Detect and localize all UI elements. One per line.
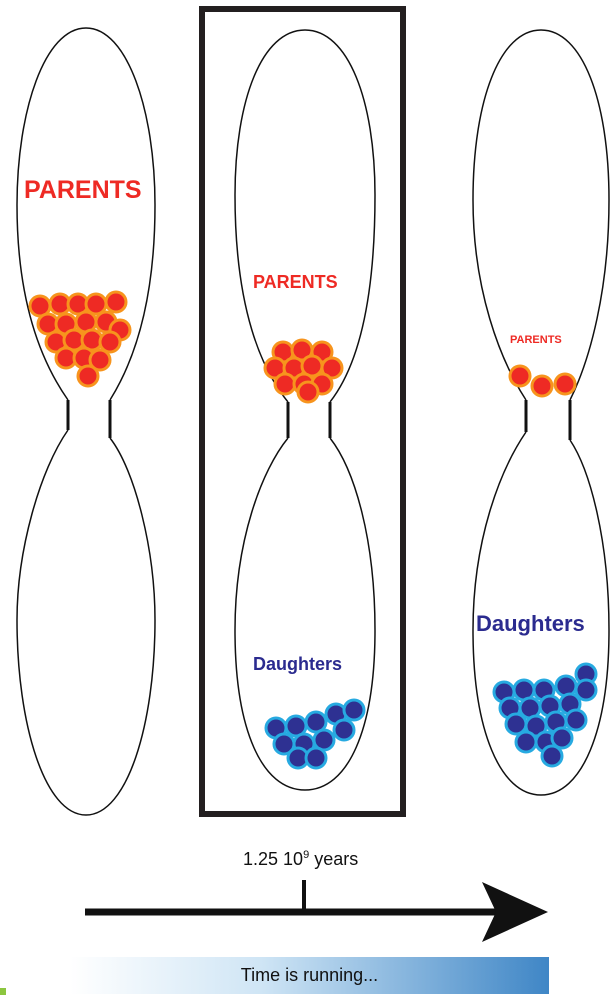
stage2-daughter-atom [334,720,354,740]
time-value-label: 1.25 109 years [243,849,358,870]
stage3-daughter-atom [566,710,586,730]
stage2-parents-label: PARENTS [253,272,338,293]
hourglass-1-bottom-bulb [17,430,155,815]
stage1-parents-label: PARENTS [24,176,142,205]
stage3-daughters-label: Daughters [476,611,585,637]
stage2-parent-atom [298,382,318,402]
hourglass-2 [235,30,375,790]
stage2-parent-atom [275,374,295,394]
stage3-parent-atom [510,366,530,386]
time-exponent: 9 [303,849,309,861]
stage3-daughter-atom [516,732,536,752]
time-unit: years [314,849,358,869]
stage2-daughter-atom [306,748,326,768]
time-arrow [85,880,548,942]
stage2-daughter-atom [344,700,364,720]
stage3-daughter-atom [542,746,562,766]
corner-mark [0,988,6,995]
stage3-parent-atom [555,374,575,394]
time-bar-label: Time is running... [70,965,549,986]
time-bar: Time is running... [70,957,549,994]
stage2-daughters-label: Daughters [253,654,342,675]
stage3-daughter-atom [576,680,596,700]
hourglass-1 [17,28,155,815]
stage3-parents-label: PARENTS [510,334,562,346]
time-value: 1.25 10 [243,849,303,869]
stage1-parent-atom [78,366,98,386]
stage3-parent-atom [532,376,552,396]
particles [30,292,596,768]
stage1-parent-atom [106,292,126,312]
highlight-box [202,9,403,814]
